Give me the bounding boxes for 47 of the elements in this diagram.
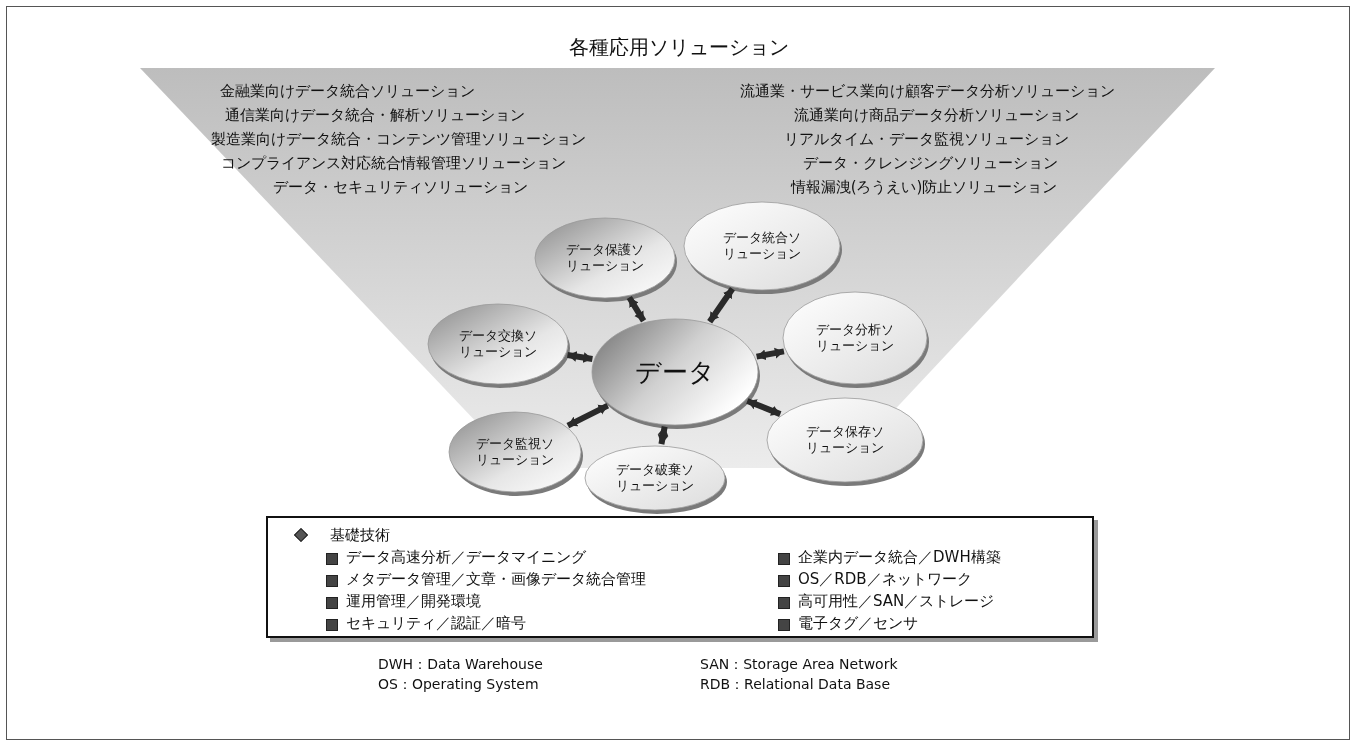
solution-name: 金融業向けデータ統合ソリューション bbox=[219, 82, 475, 101]
data-ellipse bbox=[590, 317, 760, 431]
solution-name: リアルタイム・データ監視ソリューション bbox=[783, 130, 1069, 149]
node-label: データ保護ソリューション bbox=[565, 241, 645, 275]
solution-name: データ・セキュリティソリューション bbox=[272, 178, 528, 197]
abbreviation-note: DWH：Data Warehouse bbox=[378, 656, 543, 674]
solution-ellipse bbox=[426, 302, 570, 390]
double-arrow bbox=[756, 347, 785, 361]
double-arrow bbox=[566, 402, 610, 429]
solution-ellipse bbox=[533, 216, 677, 304]
node-label: データ bbox=[635, 355, 715, 389]
solution-ellipse bbox=[682, 200, 842, 296]
abbreviation-note: RDB：Relational Data Base bbox=[700, 676, 890, 694]
solution-name: データ・クレンジングソリューション bbox=[802, 154, 1058, 173]
technology-item: セキュリティ／認証／暗号 bbox=[346, 614, 526, 633]
box-heading: 基礎技術 bbox=[330, 526, 390, 545]
double-arrow bbox=[657, 426, 669, 445]
solution-ellipse bbox=[583, 444, 727, 516]
technology-item: OS／RDB／ネットワーク bbox=[798, 570, 972, 589]
diagram-title: 各種応用ソリューション bbox=[569, 34, 789, 61]
solution-ellipse bbox=[781, 290, 929, 390]
solution-ellipse bbox=[765, 396, 925, 488]
node-label: データ監視ソリューション bbox=[475, 435, 555, 469]
node-label: データ交換ソリューション bbox=[458, 327, 538, 361]
double-arrow bbox=[746, 398, 782, 417]
solution-name: 情報漏洩(ろうえい)防止ソリューション bbox=[790, 178, 1058, 197]
technology-item: 運用管理／開発環境 bbox=[346, 592, 481, 611]
abbreviation-note: OS：Operating System bbox=[378, 676, 539, 694]
solution-name: 流通業・サービス業向け顧客データ分析ソリューション bbox=[739, 82, 1115, 101]
solution-name: 通信業向けデータ統合・解析ソリューション bbox=[225, 106, 525, 125]
solution-name: 製造業向けデータ統合・コンテンツ管理ソリューション bbox=[210, 130, 586, 149]
technology-item: 高可用性／SAN／ストレージ bbox=[798, 592, 995, 611]
double-arrow bbox=[707, 287, 735, 324]
node-label: データ分析ソリューション bbox=[815, 321, 895, 355]
technology-item: 電子タグ／センサ bbox=[798, 614, 918, 633]
technology-item: 企業内データ統合／DWH構築 bbox=[798, 548, 1001, 567]
technology-item: データ高速分析／データマイニング bbox=[346, 548, 586, 567]
solution-name: コンプライアンス対応統合情報管理ソリューション bbox=[220, 154, 566, 173]
solution-ellipse bbox=[447, 410, 583, 498]
node-label: データ破棄ソリューション bbox=[615, 461, 695, 495]
node-label: データ統合ソリューション bbox=[722, 229, 802, 263]
abbreviation-note: SAN：Storage Area Network bbox=[700, 656, 898, 674]
double-arrow bbox=[626, 295, 647, 323]
double-arrow bbox=[567, 351, 593, 363]
node-label: データ保存ソリューション bbox=[805, 423, 885, 457]
solution-name: 流通業向け商品データ分析ソリューション bbox=[793, 106, 1079, 125]
technology-item: メタデータ管理／文章・画像データ統合管理 bbox=[346, 570, 646, 589]
